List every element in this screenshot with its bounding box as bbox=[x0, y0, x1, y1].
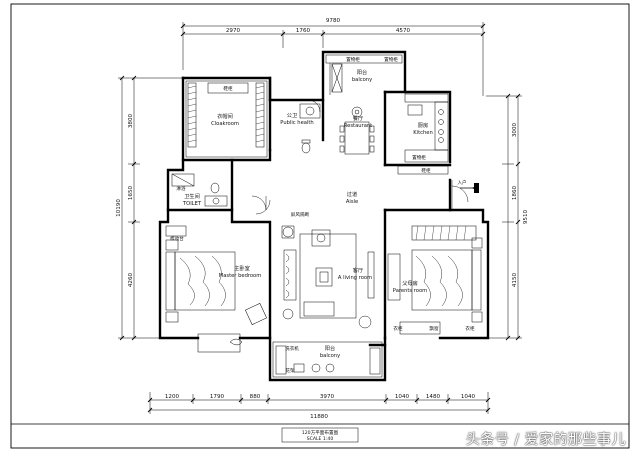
label-restaurant-cn: 餐厅 bbox=[353, 114, 363, 122]
label-master-cn: 主卧室 bbox=[234, 264, 250, 272]
dim-left-seg-3: 4260 bbox=[128, 272, 134, 287]
master-small-balcony bbox=[197, 333, 243, 353]
dim-bottom-seg-6: 1480 bbox=[426, 394, 441, 400]
dim-bottom-seg-1: 1200 bbox=[165, 394, 180, 400]
toilet-fixtures bbox=[171, 173, 228, 207]
label-aisle-cn: 过道 bbox=[347, 190, 357, 198]
label-toilet-en: TOILET bbox=[182, 201, 202, 207]
kitchen-fixtures bbox=[397, 93, 449, 175]
dim-bottom-seg-4: 3970 bbox=[320, 394, 335, 400]
label-parents-cn: 父母房 bbox=[402, 279, 418, 287]
door-swings bbox=[251, 180, 469, 329]
dim-bottom-total: 11880 bbox=[310, 414, 328, 420]
sheet-border bbox=[10, 3, 630, 449]
dim-bottom-seg-7: 1040 bbox=[461, 394, 476, 400]
dim-top-seg-2: 1760 bbox=[296, 28, 311, 34]
bottom-balcony-fixtures bbox=[275, 345, 381, 375]
label-bay-window: 飘窗 bbox=[429, 325, 439, 332]
label-shoe-2: 鞋柜 bbox=[421, 167, 431, 174]
label-cloakroom-cn: 衣帽间 bbox=[217, 112, 233, 120]
label-toilet-cn: 卫生间 bbox=[184, 192, 200, 200]
label-public-bath-cn: 公卫 bbox=[287, 112, 297, 119]
label-restaurant-en: Restaurant bbox=[344, 123, 372, 129]
dim-left-total: 10190 bbox=[116, 199, 122, 217]
label-bath: 淋浴 bbox=[176, 185, 186, 192]
label-washer: 洗衣机 bbox=[285, 345, 299, 352]
cloakroom-wardrobes bbox=[187, 82, 265, 148]
label-storage-1: 置物柜 bbox=[346, 56, 360, 63]
dim-bottom-seg-2: 1790 bbox=[210, 394, 225, 400]
parents-bed bbox=[387, 225, 483, 335]
label-living-en: A living room bbox=[338, 275, 372, 281]
label-living-cn: 客厅 bbox=[353, 266, 363, 274]
dim-right-seg-1: 3000 bbox=[512, 122, 518, 137]
public-bath-fixtures bbox=[299, 99, 321, 154]
label-kitchen-en: Kitchen bbox=[413, 130, 433, 136]
label-flower-rack: 花架 bbox=[285, 367, 295, 374]
master-dresser bbox=[165, 225, 187, 237]
walls bbox=[158, 50, 490, 382]
label-screen: 屏风隔断 bbox=[291, 211, 310, 218]
dimension-lines bbox=[118, 22, 522, 414]
label-top-balcony-cn: 阳台 bbox=[357, 68, 367, 76]
dim-right-seg-2: 1860 bbox=[512, 185, 518, 200]
label-aisle-en: Aisle bbox=[346, 199, 358, 205]
label-shoe-cabinet: 鞋柜 bbox=[223, 85, 233, 92]
dim-left-seg-2: 1650 bbox=[128, 185, 134, 200]
inner-wall-lines bbox=[185, 54, 403, 378]
dining-table bbox=[339, 106, 375, 155]
label-parents-en: Parents room bbox=[393, 288, 427, 294]
label-dresser: 梳妆台 bbox=[170, 235, 184, 242]
label-kitchen-cn: 厨房 bbox=[418, 121, 428, 129]
label-public-bath-en: Public health bbox=[280, 120, 313, 126]
dim-right-total: 9510 bbox=[523, 209, 529, 224]
dim-right-seg-3: 4150 bbox=[512, 272, 518, 287]
label-entrance: 入户 bbox=[457, 179, 466, 186]
label-storage-2: 置物柜 bbox=[384, 56, 398, 63]
label-wardrobe-left: 衣柜 bbox=[393, 325, 403, 332]
dim-top-seg-1: 2970 bbox=[226, 28, 241, 34]
dim-top-total: 9780 bbox=[326, 18, 341, 24]
entrance-arrow bbox=[460, 183, 479, 193]
dim-left-seg-1: 3800 bbox=[128, 113, 134, 128]
drawing-scale: SCALE 1:40 bbox=[307, 436, 334, 442]
top-balcony-fixtures bbox=[331, 63, 343, 93]
drawing-title: 120方平面布置图 bbox=[302, 429, 339, 436]
label-bottom-balcony-cn: 阳台 bbox=[325, 344, 335, 352]
dim-bottom-seg-3: 880 bbox=[250, 394, 261, 400]
label-wardrobe-right: 衣柜 bbox=[465, 325, 475, 332]
dim-bottom-seg-5: 1040 bbox=[395, 394, 410, 400]
label-storage-kitchen: 置物柜 bbox=[412, 154, 426, 161]
label-top-balcony-en: balcony bbox=[352, 77, 372, 83]
label-cloakroom-en: Cloakroom bbox=[211, 121, 239, 127]
watermark: 头条号 / 爱家的那些事儿 bbox=[465, 432, 626, 448]
living-room-furniture bbox=[281, 225, 375, 320]
title-box bbox=[281, 427, 359, 443]
dim-top-seg-3: 4570 bbox=[396, 28, 411, 34]
label-bottom-balcony-en: balcony bbox=[320, 353, 340, 359]
dimension-ticks bbox=[119, 23, 521, 413]
master-bed bbox=[165, 239, 267, 325]
label-master-en: Master bedroom bbox=[219, 273, 262, 279]
